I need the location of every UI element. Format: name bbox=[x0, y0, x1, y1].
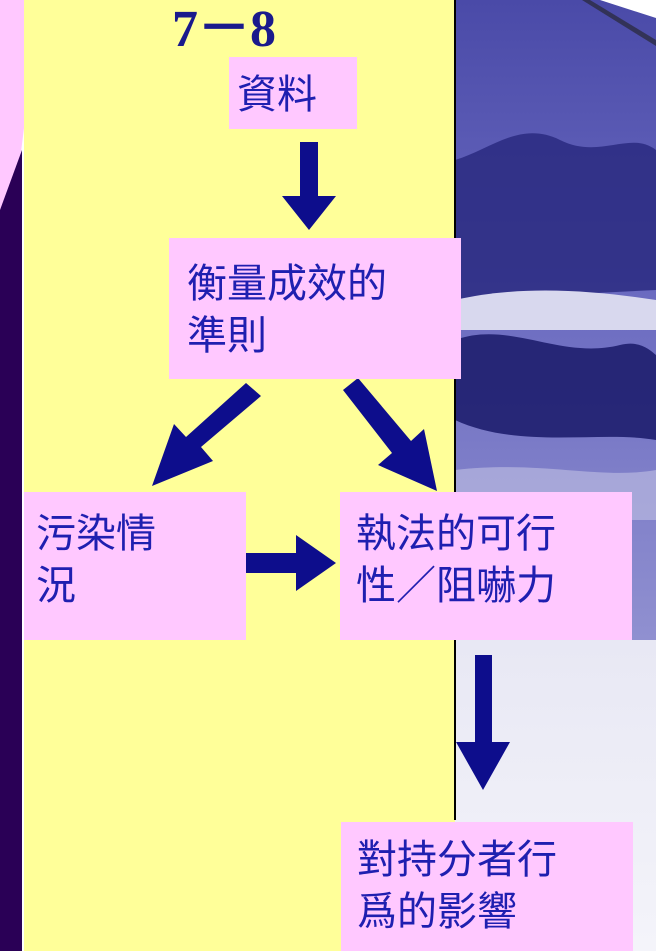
arrow-criteria-to-enforcement bbox=[343, 378, 437, 491]
arrow-enforcement-to-impact bbox=[456, 655, 510, 790]
arrow-criteria-to-pollution bbox=[152, 383, 261, 486]
pollution-box: 污染情 況 bbox=[24, 492, 246, 640]
data-box: 資料 bbox=[229, 57, 357, 129]
content-panel bbox=[24, 0, 455, 951]
stakeholder-impact-box: 對持分者行 爲的影響 bbox=[341, 822, 633, 951]
enforcement-box: 執法的可行 性／阻嚇力 bbox=[340, 492, 632, 640]
criteria-box: 衡量成效的 準則 bbox=[169, 238, 461, 379]
slide-number: 7－8 bbox=[172, 1, 277, 58]
arrow-data-to-criteria bbox=[282, 142, 336, 230]
